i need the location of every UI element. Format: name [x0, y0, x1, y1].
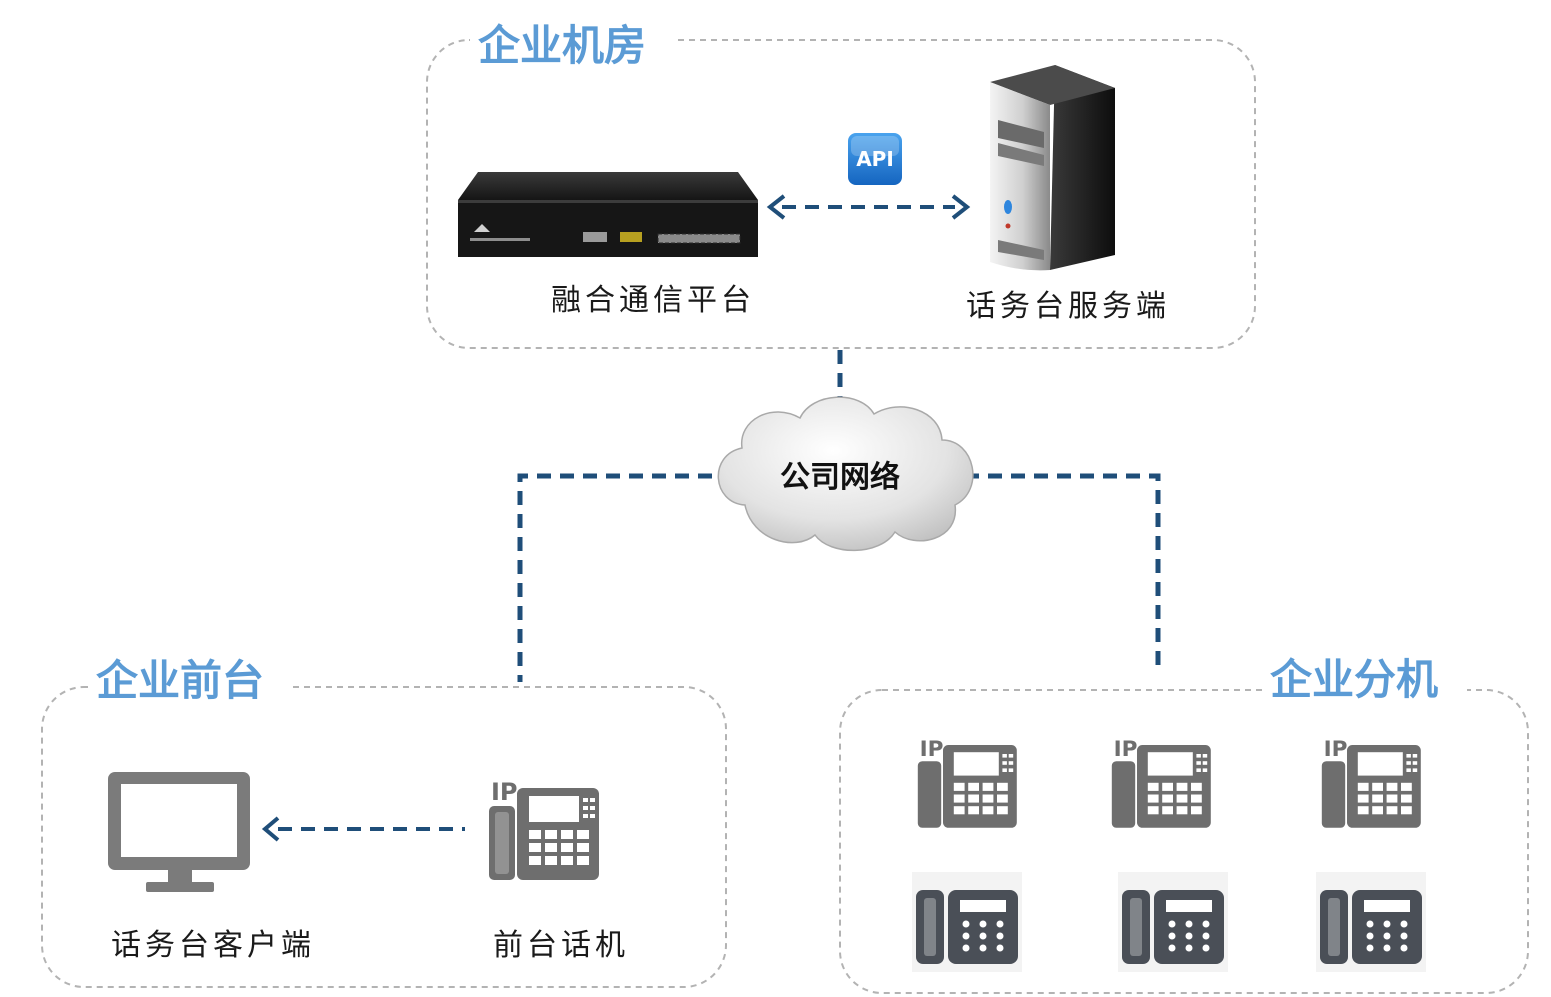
call-forward-arrow	[261, 816, 465, 842]
api-badge-label: API	[856, 147, 894, 171]
server-room-title: 企业机房	[478, 21, 646, 70]
extensions-zone	[839, 689, 1529, 994]
platform-label: 融合通信平台	[551, 283, 755, 318]
extensions-title: 企业分机	[1270, 655, 1438, 704]
connector-front-desk	[517, 473, 735, 682]
extension-ip-phone-2: IP	[1111, 737, 1211, 828]
svg-text:IP: IP	[920, 737, 944, 762]
console-server-label: 话务台服务端	[966, 289, 1170, 324]
ip-phone-icon: IP	[489, 778, 599, 880]
svg-text:IP: IP	[1324, 737, 1348, 762]
api-badge: API	[848, 133, 902, 185]
network-label: 公司网络	[780, 460, 900, 495]
desk-phone-label: 前台话机	[493, 928, 629, 963]
extension-analog-phone-1	[912, 872, 1022, 972]
extension-ip-phone-3: IP	[1321, 737, 1421, 828]
console-client-label: 话务台客户端	[111, 928, 315, 963]
extension-analog-phone-3	[1316, 872, 1426, 972]
extension-analog-phone-2	[1118, 872, 1228, 972]
server-tower-icon	[990, 65, 1115, 271]
front-desk-zone	[41, 686, 727, 988]
pbx-appliance-icon	[458, 172, 758, 257]
front-desk-title: 企业前台	[96, 656, 264, 705]
api-link-arrow	[766, 194, 971, 220]
connector-extensions	[965, 473, 1161, 668]
cloud-icon	[717, 396, 974, 552]
monitor-icon	[108, 772, 250, 892]
svg-text:IP: IP	[1114, 737, 1138, 762]
svg-text:IP: IP	[491, 778, 518, 806]
extension-ip-phone-1: IP	[917, 737, 1017, 828]
